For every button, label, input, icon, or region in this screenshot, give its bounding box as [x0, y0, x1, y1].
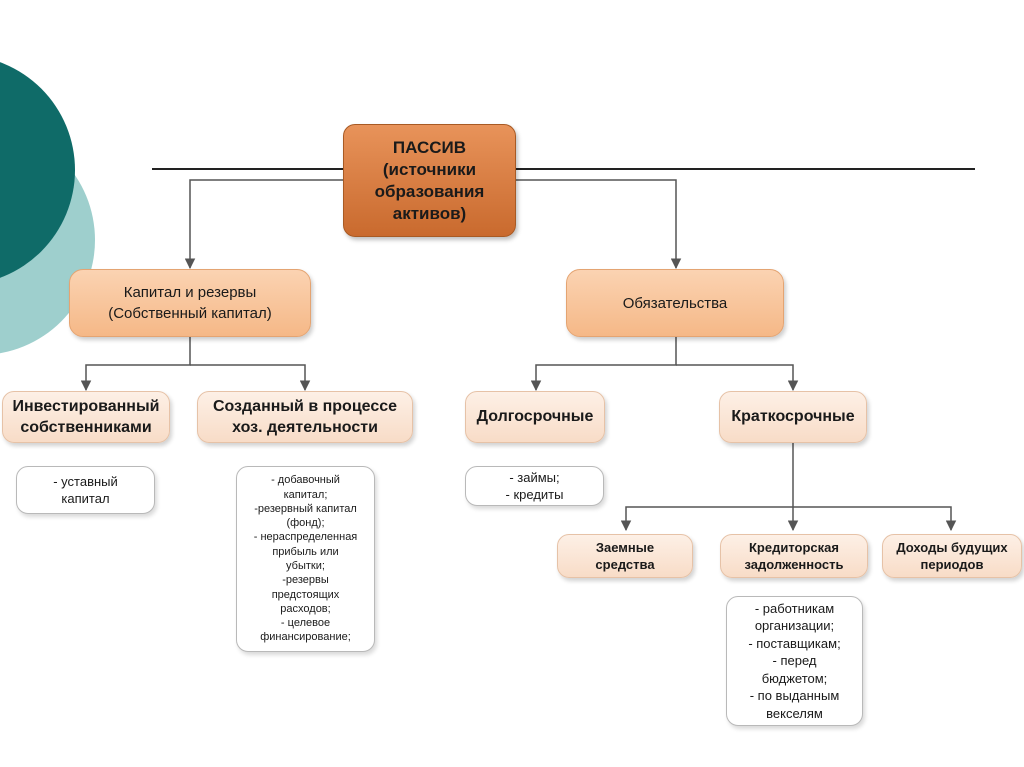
node-invested: Инвестированный собственниками	[2, 391, 170, 443]
node-longterm: Долгосрочные	[465, 391, 605, 443]
node-ustavny-list: - уставный капитал	[16, 466, 155, 514]
node-ustavny-list-text: - уставный капитал	[53, 474, 118, 506]
connector-shortterm-deferred	[793, 506, 957, 532]
node-shortterm-label: Краткосрочные	[731, 408, 855, 425]
node-obligations-label: Обязательства	[622, 294, 728, 312]
node-borrowed: Заемные средства	[557, 534, 693, 578]
root-node-label: ПАССИВ (источники образования активов)	[374, 137, 485, 223]
connector-root-obligations	[516, 179, 682, 270]
connector-shortterm-borrowed	[620, 506, 793, 532]
node-capital-reserves: Капитал и резервы (Собственный капитал)	[69, 269, 311, 337]
connector-capital-invested	[80, 337, 191, 392]
connector-root-capital	[184, 179, 343, 270]
node-longterm-label: Долгосрочные	[476, 408, 594, 425]
node-deferred: Доходы будущих периодов	[882, 534, 1022, 578]
node-created-label: Созданный в процессе хоз. деятельности	[212, 398, 398, 436]
connector-capital-created	[190, 364, 311, 392]
node-invested-label: Инвестированный собственниками	[12, 398, 160, 436]
connector-obligations-longterm	[530, 337, 677, 392]
node-created-list-text: - добавочный капитал; -резервный капитал…	[253, 474, 358, 644]
node-capital-reserves-label: Капитал и резервы (Собственный капитал)	[108, 284, 272, 322]
node-shortterm: Краткосрочные	[719, 391, 867, 443]
node-payables-label: Кредиторская задолженность	[744, 540, 844, 572]
node-payables-list-text: - работникам организации; - поставщикам;…	[748, 601, 841, 721]
node-created-list: - добавочный капитал; -резервный капитал…	[236, 466, 375, 652]
connector-obligations-shortterm	[676, 364, 799, 392]
node-payables-list: - работникам организации; - поставщикам;…	[726, 596, 863, 726]
dark-teal-circle	[0, 62, 75, 278]
node-borrowed-label: Заемные средства	[595, 540, 655, 572]
node-zaimy-list: - займы; - кредиты	[465, 466, 604, 506]
node-deferred-label: Доходы будущих периодов	[896, 540, 1008, 572]
node-zaimy-list-text: - займы; - кредиты	[505, 470, 564, 502]
node-obligations: Обязательства	[566, 269, 784, 337]
node-payables: Кредиторская задолженность	[720, 534, 868, 578]
root-node-passiv: ПАССИВ (источники образования активов)	[343, 124, 516, 237]
node-created: Созданный в процессе хоз. деятельности	[197, 391, 413, 443]
